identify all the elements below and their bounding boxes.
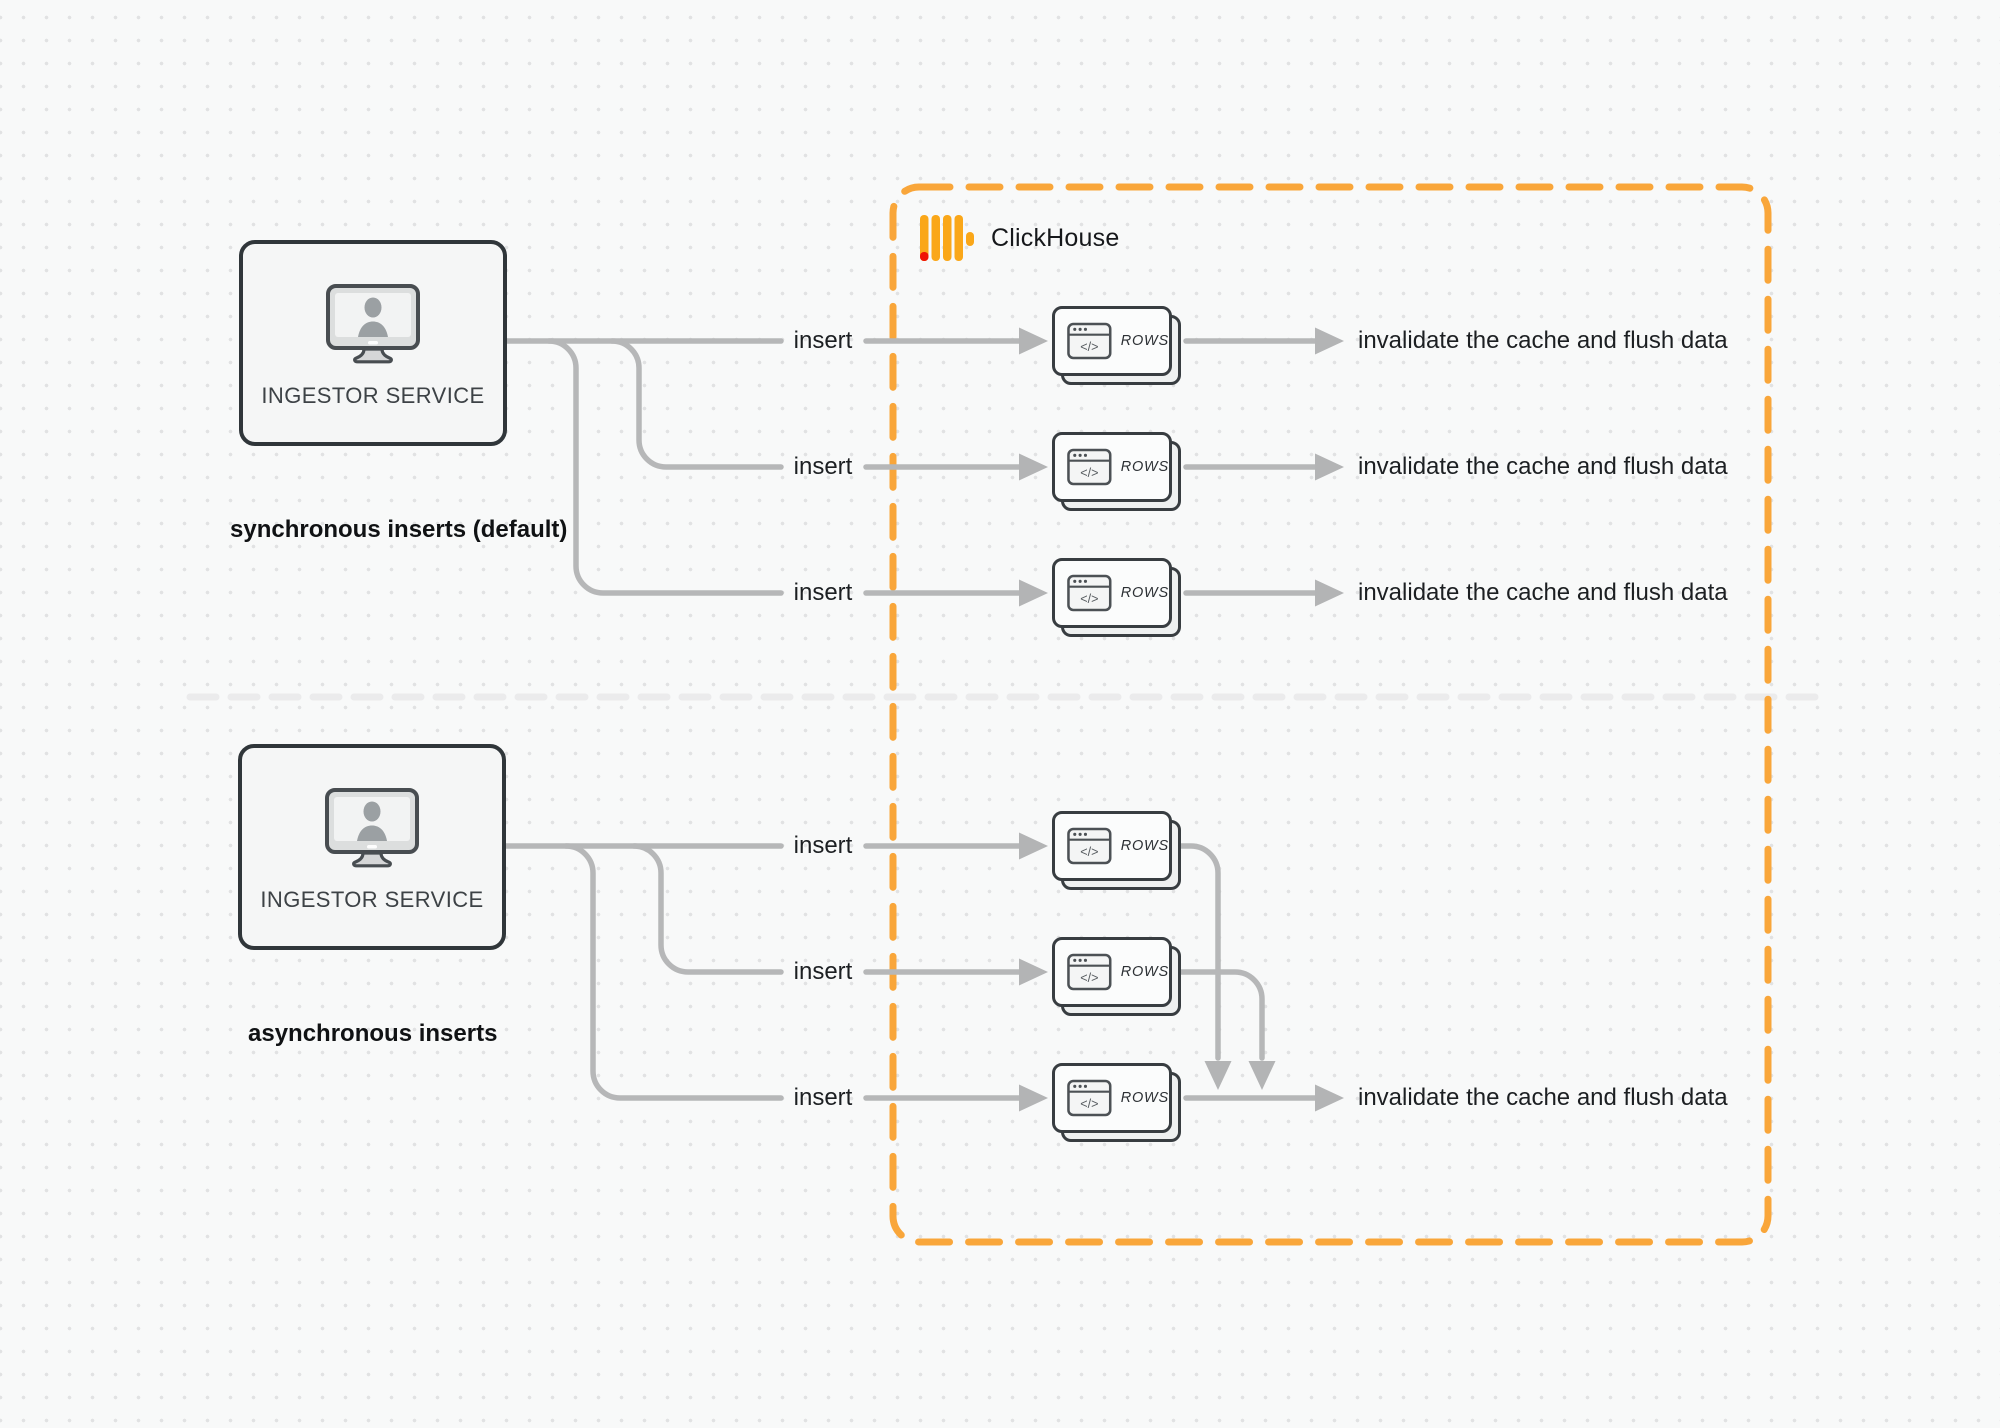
arrowhead <box>1019 1084 1048 1112</box>
code-glyph: </> <box>1080 466 1098 480</box>
sync-arrowheads <box>1019 327 1344 607</box>
arrow-branch <box>563 843 784 1101</box>
rows-label: ROWS <box>1120 838 1169 854</box>
invalidate-label: invalidate the cache and flush data <box>1358 1084 1728 1111</box>
invalidate-label: invalidate the cache and flush data <box>1358 453 1728 480</box>
arrowhead <box>1315 327 1344 355</box>
rows-label: ROWS <box>1120 1090 1169 1106</box>
merge-line <box>1177 969 1265 1061</box>
clickhouse-logo-icon <box>920 215 974 261</box>
arrowhead-down <box>1248 1061 1276 1090</box>
arrowhead <box>1019 832 1048 860</box>
async-caption: asynchronous inserts <box>248 1020 498 1047</box>
code-window-icon: </> <box>1067 322 1112 360</box>
rows-label: ROWS <box>1120 333 1169 349</box>
rows-table-card: </> ROWS <box>1052 811 1182 891</box>
arrow-branch <box>631 843 784 975</box>
arrowhead <box>1019 958 1048 986</box>
rows-card-front: </> ROWS <box>1052 937 1172 1007</box>
rows-table-card: </> ROWS <box>1052 306 1182 386</box>
arrowhead <box>1019 453 1048 481</box>
clickhouse-header: ClickHouse <box>920 215 1119 261</box>
rows-label: ROWS <box>1120 964 1169 980</box>
code-window-icon: </> <box>1067 953 1112 991</box>
service-label: INGESTOR SERVICE <box>261 382 485 408</box>
code-glyph: </> <box>1080 340 1098 354</box>
code-window-icon: </> <box>1067 827 1112 865</box>
arrowhead <box>1315 579 1344 607</box>
insert-label: insert <box>793 958 853 985</box>
invalidate-label: invalidate the cache and flush data <box>1358 327 1728 354</box>
code-window-icon: </> <box>1067 574 1112 612</box>
rows-card-front: </> ROWS <box>1052 811 1172 881</box>
arrow-branch <box>546 338 784 596</box>
arrowhead <box>1315 453 1344 481</box>
sync-arrows <box>504 338 1321 596</box>
rows-table-card: </> ROWS <box>1052 432 1182 512</box>
service-label: INGESTOR SERVICE <box>260 886 484 912</box>
invalidate-label: invalidate the cache and flush data <box>1358 579 1728 606</box>
clickhouse-boundary-box <box>889 183 1772 1246</box>
code-glyph: </> <box>1080 592 1098 606</box>
arrowhead <box>1019 327 1048 355</box>
arrowhead <box>1315 1084 1344 1112</box>
insert-label: insert <box>793 453 853 480</box>
rows-card-front: </> ROWS <box>1052 558 1172 628</box>
ingestor-service-box-async: INGESTOR SERVICE <box>238 744 506 950</box>
rows-card-front: </> ROWS <box>1052 1063 1172 1133</box>
insert-label: insert <box>793 327 853 354</box>
rows-table-card: </> ROWS <box>1052 937 1182 1017</box>
monitor-user-icon <box>325 787 419 867</box>
arrow-branch <box>609 338 784 470</box>
ingestor-service-box-sync: INGESTOR SERVICE <box>239 240 507 446</box>
code-window-icon: </> <box>1067 448 1112 486</box>
rows-label: ROWS <box>1120 585 1169 601</box>
rows-table-card: </> ROWS <box>1052 1063 1182 1143</box>
arrowhead-down <box>1204 1061 1232 1090</box>
insert-label: insert <box>793 1084 853 1111</box>
code-glyph: </> <box>1080 1097 1098 1111</box>
clickhouse-title: ClickHouse <box>991 223 1120 252</box>
code-window-icon: </> <box>1067 1079 1112 1117</box>
monitor-user-icon <box>326 283 420 363</box>
arrowhead <box>1019 579 1048 607</box>
rows-table-card: </> ROWS <box>1052 558 1182 638</box>
sync-caption: synchronous inserts (default) <box>230 516 568 543</box>
insert-label: insert <box>793 579 853 606</box>
rows-label: ROWS <box>1120 459 1169 475</box>
code-glyph: </> <box>1080 971 1098 985</box>
async-arrows <box>502 843 1321 1101</box>
async-arrowheads <box>1019 832 1344 1112</box>
code-glyph: </> <box>1080 845 1098 859</box>
merge-line <box>1177 843 1221 1061</box>
insert-label: insert <box>793 832 853 859</box>
rows-card-front: </> ROWS <box>1052 306 1172 376</box>
rows-card-front: </> ROWS <box>1052 432 1172 502</box>
